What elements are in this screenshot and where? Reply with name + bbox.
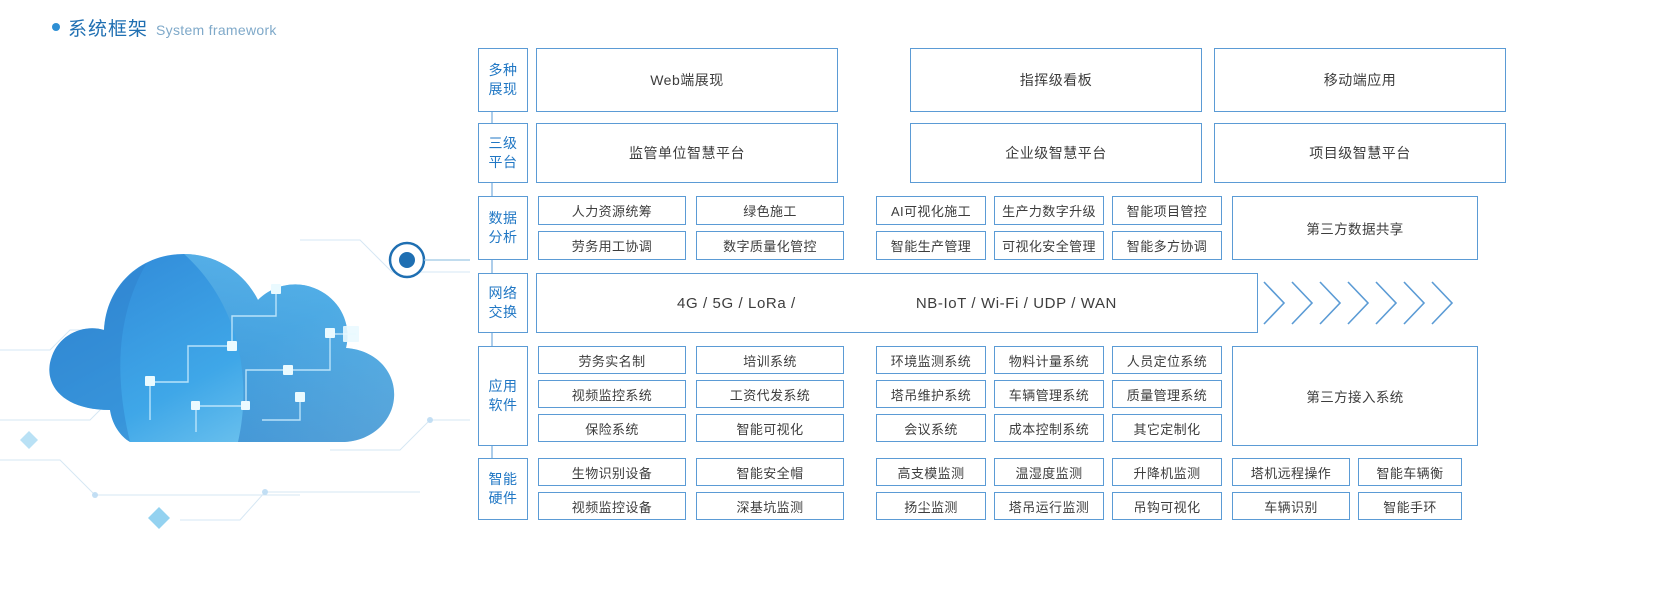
page-title-en: System framework [156, 22, 277, 38]
app-right-grid: 环境监测系统 物料计量系统 人员定位系统 塔吊维护系统 车辆管理系统 质量管理系… [876, 346, 1222, 446]
chevron-right-icon [1403, 281, 1426, 325]
cell-enterprise-platform[interactable]: 企业级智慧平台 [910, 123, 1202, 183]
row-category-smart-hardware: 智能 硬件 [478, 458, 528, 520]
app-left-grid: 劳务实名制 培训系统 视频监控系统 工资代发系统 保险系统 智能可视化 [538, 346, 844, 446]
cell-digital-quality-control[interactable]: 数字质量化管控 [696, 231, 844, 260]
cell-material-metering[interactable]: 物料计量系统 [994, 346, 1104, 374]
chevron-right-icon [1263, 281, 1286, 325]
cell-ai-visual-construction[interactable]: AI可视化施工 [876, 196, 986, 225]
cell-labor-coordination[interactable]: 劳务用工协调 [538, 231, 686, 260]
cell-crane-maintenance[interactable]: 塔吊维护系统 [876, 380, 986, 408]
cell-dust-monitor[interactable]: 扬尘监测 [876, 492, 986, 520]
cell-payroll-system[interactable]: 工资代发系统 [696, 380, 844, 408]
page-header: 系统框架 System framework [52, 14, 277, 41]
cell-smart-multiparty[interactable]: 智能多方协调 [1112, 231, 1222, 260]
row-category-platform: 三级 平台 [478, 123, 528, 183]
cell-hr-coordination[interactable]: 人力资源统筹 [538, 196, 686, 225]
hardware-mid-grid: 高支模监测 温湿度监测 升降机监测 扬尘监测 塔吊运行监测 吊钩可视化 [876, 458, 1222, 520]
bullet-icon [52, 23, 60, 31]
cell-visual-safety-mgmt[interactable]: 可视化安全管理 [994, 231, 1104, 260]
cell-project-platform[interactable]: 项目级智慧平台 [1214, 123, 1506, 183]
cell-meeting-system[interactable]: 会议系统 [876, 414, 986, 442]
network-label-b: NB-IoT / Wi-Fi / UDP / WAN [915, 294, 1117, 312]
cell-smart-weighbridge[interactable]: 智能车辆衡 [1358, 458, 1462, 486]
cell-green-construction[interactable]: 绿色施工 [696, 196, 844, 225]
chevron-right-icon [1319, 281, 1342, 325]
cell-crane-remote-operation[interactable]: 塔机远程操作 [1232, 458, 1350, 486]
cell-deep-foundation-monitor[interactable]: 深基坑监测 [696, 492, 844, 520]
network-flow-arrows [1262, 280, 1456, 326]
row-network-exchange: 网络 交换 4G / 5G / LoRa / NB-IoT / Wi-Fi / … [478, 273, 1673, 333]
cell-video-monitor-device[interactable]: 视频监控设备 [538, 492, 686, 520]
chevron-right-icon [1431, 281, 1454, 325]
cell-personnel-positioning[interactable]: 人员定位系统 [1112, 346, 1222, 374]
cell-hook-visualization[interactable]: 吊钩可视化 [1112, 492, 1222, 520]
chevron-right-icon [1347, 281, 1370, 325]
cell-third-party-data-sharing[interactable]: 第三方数据共享 [1232, 196, 1478, 260]
data-right-grid: AI可视化施工 生产力数字升级 智能项目管控 智能生产管理 可视化安全管理 智能… [876, 196, 1222, 260]
cell-vehicle-management[interactable]: 车辆管理系统 [994, 380, 1104, 408]
cell-quality-management[interactable]: 质量管理系统 [1112, 380, 1222, 408]
cell-video-monitor-system[interactable]: 视频监控系统 [538, 380, 686, 408]
row-display: 多种 展现 Web端展现 指挥级看板 移动端应用 [478, 48, 1538, 112]
row-category-data-analysis: 数据 分析 [478, 196, 528, 260]
cell-labor-real-name[interactable]: 劳务实名制 [538, 346, 686, 374]
cell-other-customization[interactable]: 其它定制化 [1112, 414, 1222, 442]
cell-training-system[interactable]: 培训系统 [696, 346, 844, 374]
cell-vehicle-recognition[interactable]: 车辆识别 [1232, 492, 1350, 520]
network-protocol-bar: 4G / 5G / LoRa / NB-IoT / Wi-Fi / UDP / … [536, 273, 1258, 333]
row-app-software: 应用 软件 劳务实名制 培训系统 视频监控系统 工资代发系统 保险系统 智能可视… [478, 346, 1673, 446]
row-data-analysis: 数据 分析 人力资源统筹 绿色施工 劳务用工协调 数字质量化管控 AI可视化施工… [478, 196, 1673, 260]
data-left-grid: 人力资源统筹 绿色施工 劳务用工协调 数字质量化管控 [538, 196, 844, 260]
cell-high-formwork-monitor[interactable]: 高支模监测 [876, 458, 986, 486]
cell-crane-operation-monitor[interactable]: 塔吊运行监测 [994, 492, 1104, 520]
row-category-display: 多种 展现 [478, 48, 528, 112]
cell-cost-control[interactable]: 成本控制系统 [994, 414, 1104, 442]
cell-smart-visualization[interactable]: 智能可视化 [696, 414, 844, 442]
connection-node-icon [388, 241, 426, 279]
cell-biometric-device[interactable]: 生物识别设备 [538, 458, 686, 486]
cell-environment-monitor[interactable]: 环境监测系统 [876, 346, 986, 374]
cell-mobile-app[interactable]: 移动端应用 [1214, 48, 1506, 112]
cell-insurance-system[interactable]: 保险系统 [538, 414, 686, 442]
page-title-cn: 系统框架 [68, 19, 149, 40]
chevron-right-icon [1375, 281, 1398, 325]
cell-productivity-upgrade[interactable]: 生产力数字升级 [994, 196, 1104, 225]
cell-smart-wristband[interactable]: 智能手环 [1358, 492, 1462, 520]
cell-smart-project-control[interactable]: 智能项目管控 [1112, 196, 1222, 225]
cell-smart-helmet[interactable]: 智能安全帽 [696, 458, 844, 486]
row-category-app-software: 应用 软件 [478, 346, 528, 446]
cloud-network-illustration [0, 239, 470, 529]
cell-smart-production-mgmt[interactable]: 智能生产管理 [876, 231, 986, 260]
hardware-right-grid: 塔机远程操作 智能车辆衡 车辆识别 智能手环 [1232, 458, 1462, 520]
cell-third-party-access-system[interactable]: 第三方接入系统 [1232, 346, 1478, 446]
row-smart-hardware: 智能 硬件 生物识别设备 智能安全帽 视频监控设备 深基坑监测 高支模监测 温湿… [478, 458, 1673, 520]
network-label-a: 4G / 5G / LoRa / [677, 294, 796, 312]
cell-temp-humidity-monitor[interactable]: 温湿度监测 [994, 458, 1104, 486]
chevron-right-icon [1291, 281, 1314, 325]
cell-command-dashboard[interactable]: 指挥级看板 [910, 48, 1202, 112]
hardware-left-grid: 生物识别设备 智能安全帽 视频监控设备 深基坑监测 [538, 458, 844, 520]
cell-web-display[interactable]: Web端展现 [536, 48, 838, 112]
cell-regulator-platform[interactable]: 监管单位智慧平台 [536, 123, 838, 183]
system-framework-diagram: 多种 展现 Web端展现 指挥级看板 移动端应用 三级 平台 监管单位智慧平台 … [478, 48, 1673, 568]
cell-hoist-monitor[interactable]: 升降机监测 [1112, 458, 1222, 486]
row-platform: 三级 平台 监管单位智慧平台 企业级智慧平台 项目级智慧平台 [478, 123, 1538, 183]
row-category-network: 网络 交换 [478, 273, 528, 333]
